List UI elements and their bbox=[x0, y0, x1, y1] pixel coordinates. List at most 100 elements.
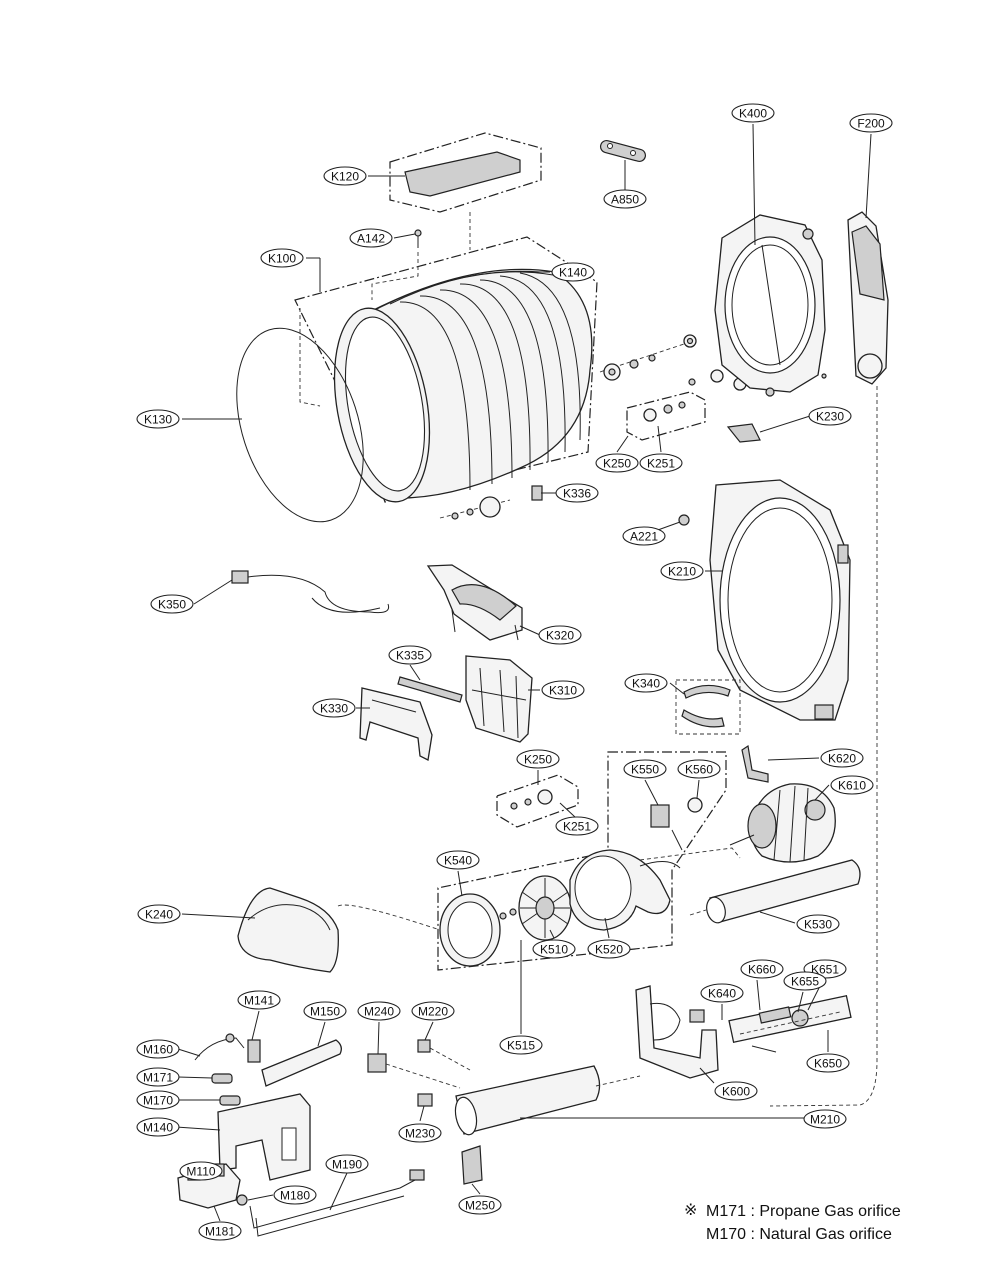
a221-screw bbox=[678, 514, 690, 526]
part-label-text: K250 bbox=[524, 753, 552, 767]
part-label-bubble bbox=[411, 1001, 455, 1021]
a850-bracket bbox=[599, 140, 647, 162]
part-label-text: K640 bbox=[708, 987, 736, 1001]
part-label-text: K251 bbox=[563, 820, 591, 834]
part-label-text: M190 bbox=[332, 1158, 362, 1172]
part-label-bubble bbox=[806, 1053, 850, 1073]
leader-lines bbox=[175, 123, 872, 1222]
part-label-bubble bbox=[237, 990, 281, 1010]
k650-igniter bbox=[728, 994, 852, 1053]
part-label-text: K610 bbox=[838, 779, 866, 793]
part-label-text: M180 bbox=[280, 1189, 310, 1203]
part-label-m170: M170 bbox=[136, 1090, 180, 1110]
part-label-k330: K330 bbox=[312, 698, 356, 718]
part-label-m140: M140 bbox=[136, 1117, 180, 1137]
part-label-k335: K335 bbox=[388, 645, 432, 665]
part-label-bubble bbox=[623, 759, 667, 779]
part-label-bubble bbox=[595, 453, 639, 473]
part-label-bubble bbox=[357, 1001, 401, 1021]
part-label-bubble bbox=[677, 759, 721, 779]
part-label-m171: M171 bbox=[136, 1067, 180, 1087]
part-label-a850: A850 bbox=[603, 189, 647, 209]
part-label-bubble bbox=[624, 673, 668, 693]
part-label-text: K655 bbox=[791, 975, 819, 989]
part-label-k650: K650 bbox=[806, 1053, 850, 1073]
m140-bracket bbox=[217, 1093, 311, 1181]
k540-blower-group bbox=[437, 751, 741, 1034]
part-label-bubble bbox=[796, 914, 840, 934]
part-label-bubble bbox=[179, 1161, 223, 1181]
m250-bracket bbox=[461, 1145, 483, 1185]
part-label-text: M150 bbox=[310, 1005, 340, 1019]
part-label-k560: K560 bbox=[677, 759, 721, 779]
k210-front-bulkhead bbox=[709, 479, 851, 721]
part-label-k130: K130 bbox=[136, 409, 180, 429]
k330-bracket bbox=[359, 687, 433, 761]
part-label-text: M170 bbox=[143, 1094, 173, 1108]
part-label-bubble bbox=[660, 561, 704, 581]
part-label-text: K520 bbox=[595, 943, 623, 957]
part-label-k510: K510 bbox=[532, 939, 576, 959]
part-label-bubble bbox=[555, 483, 599, 503]
k335-strip bbox=[397, 676, 463, 703]
part-label-m181: M181 bbox=[198, 1221, 242, 1241]
part-label-text: K650 bbox=[814, 1057, 842, 1071]
part-label-bubble bbox=[198, 1221, 242, 1241]
part-label-bubble bbox=[312, 698, 356, 718]
k600-bracket bbox=[635, 985, 719, 1079]
part-label-bubble bbox=[136, 1117, 180, 1137]
part-label-bubble bbox=[783, 971, 827, 991]
part-label-text: K540 bbox=[444, 854, 472, 868]
part-label-k655: K655 bbox=[783, 971, 827, 991]
part-label-bubble bbox=[136, 1039, 180, 1059]
part-label-text: K510 bbox=[540, 943, 568, 957]
part-label-k230: K230 bbox=[808, 406, 852, 426]
part-label-text: K336 bbox=[563, 487, 591, 501]
part-label-text: K400 bbox=[739, 107, 767, 121]
part-label-k620: K620 bbox=[820, 748, 864, 768]
part-label-text: K560 bbox=[685, 763, 713, 777]
k250-k251-box bbox=[496, 774, 579, 828]
note-mark: ※ bbox=[684, 1202, 697, 1219]
part-label-k640: K640 bbox=[700, 983, 744, 1003]
part-label-bubble bbox=[731, 103, 775, 123]
legend-note: ※ M171 : Propane Gas orifice M170 : Natu… bbox=[684, 1202, 901, 1243]
part-label-bubble bbox=[555, 816, 599, 836]
part-label-m141: M141 bbox=[237, 990, 281, 1010]
part-label-bubble bbox=[516, 749, 560, 769]
part-label-bubble bbox=[849, 113, 893, 133]
k530-duct bbox=[689, 859, 861, 924]
k400-rear-bulkhead bbox=[714, 214, 827, 397]
part-label-k660: K660 bbox=[740, 959, 784, 979]
part-label-text: K550 bbox=[631, 763, 659, 777]
part-label-bubble bbox=[603, 189, 647, 209]
part-label-text: K230 bbox=[816, 410, 844, 424]
k240-duct-cover bbox=[237, 887, 441, 973]
part-label-bubble bbox=[740, 959, 784, 979]
small-brackets bbox=[367, 1039, 471, 1107]
part-label-bubble bbox=[808, 406, 852, 426]
part-label-bubble bbox=[541, 680, 585, 700]
part-label-bubble bbox=[587, 939, 631, 959]
part-label-text: K651 bbox=[811, 963, 839, 977]
part-label-bubble bbox=[260, 248, 304, 268]
part-label-text: M110 bbox=[186, 1165, 215, 1179]
m190-gas-line bbox=[236, 1169, 425, 1237]
part-label-a142: A142 bbox=[349, 228, 393, 248]
part-label-bubble bbox=[551, 262, 595, 282]
part-label-text: K310 bbox=[549, 684, 577, 698]
part-label-text: K600 bbox=[722, 1085, 750, 1099]
part-label-text: K620 bbox=[828, 752, 856, 766]
part-label-text: K210 bbox=[668, 565, 696, 579]
k310-lint-duct bbox=[465, 655, 533, 743]
part-label-text: K320 bbox=[546, 629, 574, 643]
part-label-bubble bbox=[325, 1154, 369, 1174]
part-label-k320: K320 bbox=[538, 625, 582, 645]
part-label-bubble bbox=[458, 1195, 502, 1215]
part-label-bubble bbox=[273, 1185, 317, 1205]
m210-combustion-tube bbox=[454, 1065, 641, 1136]
part-label-text: K251 bbox=[647, 457, 675, 471]
part-label-bubble bbox=[349, 228, 393, 248]
